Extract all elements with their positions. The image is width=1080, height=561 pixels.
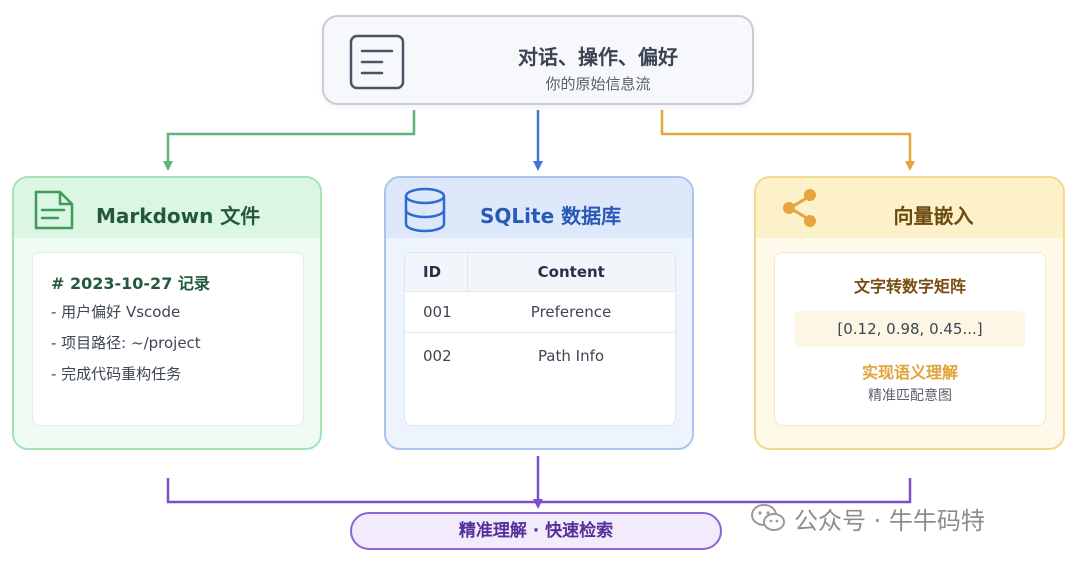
- markdown-line: - 完成代码重构任务: [51, 365, 182, 383]
- sqlite-table: ID Content 001 Preference 002 Path Info: [405, 253, 675, 379]
- sqlite-table-wrap: ID Content 001 Preference 002 Path Info: [404, 252, 676, 426]
- connector-to-markdown: [163, 110, 416, 171]
- row-id: 001: [405, 291, 467, 333]
- table-row: 002 Path Info: [405, 332, 675, 379]
- table-header-row: ID Content: [405, 253, 675, 292]
- vector-subtitle: 文字转数字矩阵: [853, 277, 966, 296]
- markdown-heading: # 2023-10-27 记录: [51, 274, 210, 293]
- vector-semantic: 实现语义理解: [861, 363, 958, 382]
- watermark-text: 公众号 · 牛牛码特: [794, 506, 985, 535]
- wechat-icon: [751, 504, 785, 531]
- table-row: 001 Preference: [405, 291, 675, 333]
- share-icon: [783, 189, 816, 227]
- markdown-card: Markdown 文件 # 2023-10-27 记录 - 用户偏好 Vscod…: [12, 176, 322, 450]
- markdown-line: - 用户偏好 Vscode: [51, 303, 181, 321]
- vector-card-header: 向量嵌入: [756, 178, 1063, 238]
- source-title: 对话、操作、偏好: [518, 45, 678, 69]
- markdown-card-title: Markdown 文件: [96, 204, 261, 228]
- vector-value: [0.12, 0.98, 0.45...]: [795, 311, 1025, 347]
- source-subtitle: 你的原始信息流: [545, 75, 651, 93]
- file-icon: [34, 190, 74, 230]
- document-icon: [349, 34, 405, 90]
- connector-to-vector: [660, 110, 915, 171]
- sqlite-card-header: SQLite 数据库: [386, 178, 692, 238]
- vector-content: 文字转数字矩阵 [0.12, 0.98, 0.45...] 实现语义理解 精准匹…: [774, 252, 1046, 426]
- result-pill: 精准理解 · 快速检索: [350, 512, 722, 550]
- column-header-content: Content: [466, 253, 675, 292]
- watermark: 公众号 · 牛牛码特: [750, 500, 985, 536]
- row-content: Preference: [467, 291, 675, 333]
- column-header-id: ID: [405, 253, 467, 292]
- source-box: 对话、操作、偏好 你的原始信息流: [322, 15, 754, 105]
- sqlite-card: SQLite 数据库 ID Content 001 Preference 002…: [384, 176, 694, 450]
- row-content: Path Info: [467, 332, 675, 379]
- vector-card: 向量嵌入 文字转数字矩阵 [0.12, 0.98, 0.45...] 实现语义理…: [754, 176, 1065, 450]
- row-id: 002: [405, 332, 467, 379]
- vector-card-title: 向量嵌入: [893, 204, 974, 228]
- sqlite-card-title: SQLite 数据库: [480, 204, 622, 228]
- markdown-content: # 2023-10-27 记录 - 用户偏好 Vscode - 项目路径: ~/…: [32, 252, 304, 426]
- markdown-line: - 项目路径: ~/project: [51, 334, 201, 352]
- markdown-card-header: Markdown 文件: [14, 178, 320, 238]
- database-icon: [404, 187, 446, 233]
- connector-to-result: [166, 456, 912, 509]
- vector-semantic-sub: 精准匹配意图: [868, 388, 952, 404]
